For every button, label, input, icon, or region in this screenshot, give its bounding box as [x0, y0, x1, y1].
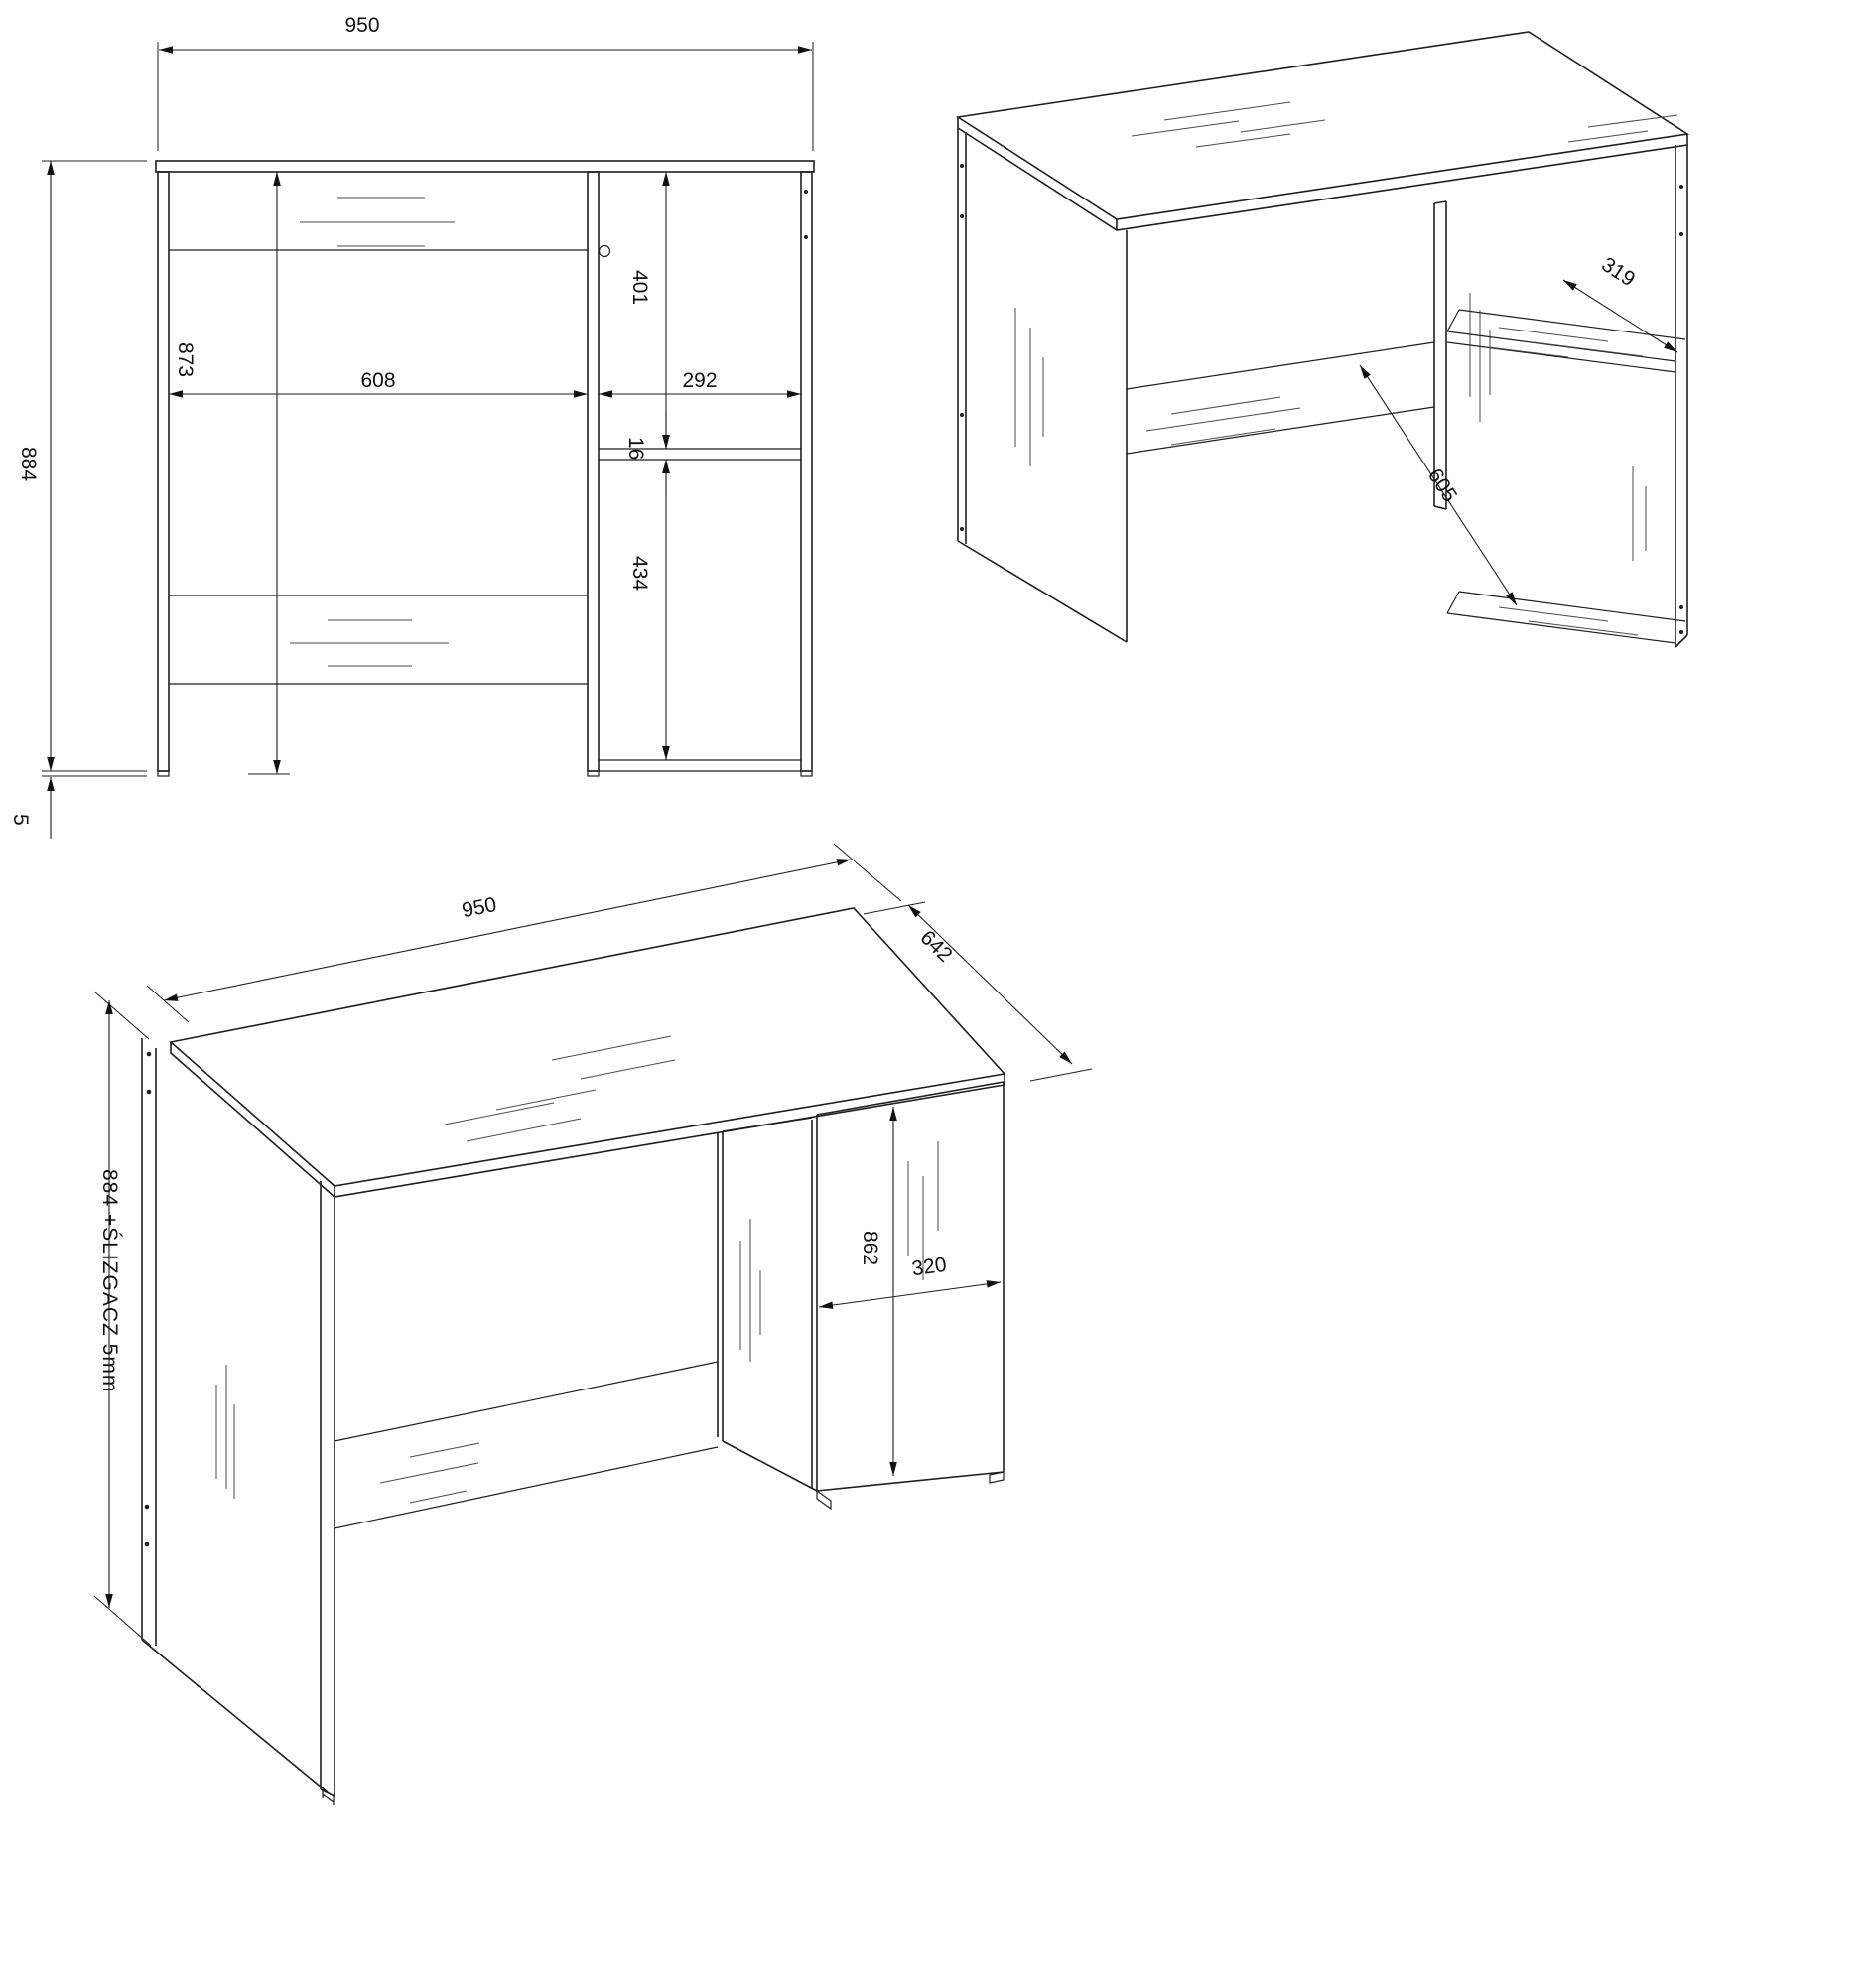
dimension-iso-depth: 642 — [863, 901, 1093, 1082]
cam-lock-icon — [598, 244, 611, 258]
pedestal-front-iso — [811, 1081, 1005, 1511]
desktop-iso-front — [169, 907, 1006, 1198]
pedestal-bottom-shelf-iso — [1446, 591, 1686, 644]
pedestal-right-panel-iso — [1632, 145, 1688, 648]
dimension-shelf-thickness: 16 — [624, 412, 670, 496]
pedestal-side-iso-front — [717, 1117, 818, 1492]
dim-label-292: 292 — [682, 369, 717, 392]
desktop-iso-back — [955, 31, 1690, 231]
middle-divider-front — [587, 171, 611, 777]
dim-label-884-front: 884 — [17, 447, 40, 481]
right-side-panel-front — [800, 171, 813, 777]
dimension-inner-width: 608 — [169, 369, 588, 398]
pedestal-mid-shelf-iso — [1446, 309, 1686, 373]
right-bottom-shelf-front — [599, 759, 801, 772]
screw-mark — [1679, 185, 1683, 189]
dim-label-401: 401 — [628, 270, 651, 305]
dimension-front-width: 950 — [157, 14, 814, 151]
right-shelf-front — [599, 448, 801, 461]
side-panel-iso-back — [957, 128, 1128, 643]
isometric-back-view: 319 605 — [955, 31, 1690, 648]
screw-mark — [146, 1089, 152, 1095]
isometric-front-view: 950 642 884 +ŚLIZGACZ 5mm 862 320 — [93, 843, 1093, 1805]
dimension-right-width: 292 — [599, 369, 801, 398]
screw-mark — [1679, 232, 1683, 236]
screw-mark — [146, 1051, 152, 1057]
dim-label-608: 608 — [360, 369, 395, 392]
dimension-lower-right-height: 434 — [628, 460, 670, 760]
left-panel-iso-front — [141, 1038, 335, 1805]
dimension-inner-height: 873 — [174, 172, 290, 775]
divider-iso-back — [1433, 200, 1491, 510]
dim-label-950-iso: 950 — [460, 893, 498, 922]
dim-label-5: 5 — [9, 814, 32, 826]
screw-mark — [804, 190, 808, 194]
right-slider-foot — [800, 770, 813, 777]
pedestal-foot — [816, 1489, 832, 1511]
screw-mark — [144, 1504, 150, 1510]
dimension-iso-height: 884 +ŚLIZGACZ 5mm — [93, 991, 152, 1647]
dimension-slider-height: 5 — [9, 777, 55, 839]
upper-back-rail-front — [169, 197, 588, 251]
divider-slider-foot — [587, 770, 600, 777]
dim-label-320: 320 — [910, 1254, 948, 1281]
left-slider-foot — [157, 770, 170, 777]
screw-mark — [960, 214, 964, 218]
desktop-front — [155, 160, 815, 173]
dim-label-862: 862 — [859, 1231, 881, 1265]
dimension-front-height: 884 — [17, 160, 147, 777]
screw-mark — [804, 235, 808, 239]
dim-label-319: 319 — [1597, 253, 1639, 291]
dim-label-873: 873 — [174, 342, 197, 377]
left-side-panel-front — [157, 171, 170, 777]
dimension-inner-depth: 605 — [1359, 364, 1518, 606]
lower-back-rail-front — [169, 595, 588, 685]
dim-label-16: 16 — [624, 437, 647, 460]
screw-mark — [960, 413, 964, 417]
dim-label-642: 642 — [916, 926, 957, 967]
pedestal-foot — [989, 1471, 1005, 1484]
screw-mark — [1679, 630, 1683, 634]
dim-label-434: 434 — [628, 556, 651, 591]
dim-label-884-slizgacz: 884 +ŚLIZGACZ 5mm — [98, 1169, 122, 1392]
screw-mark — [960, 527, 964, 531]
screw-mark — [960, 164, 964, 168]
dimension-pedestal-height: 862 — [859, 1107, 897, 1476]
dim-label-950-front: 950 — [344, 14, 379, 37]
dimension-pedestal-depth: 320 — [818, 1254, 1002, 1309]
front-elevation-view: 950 884 5 873 608 292 — [9, 14, 815, 839]
screw-mark — [144, 1541, 150, 1547]
front-rail-iso — [334, 1361, 719, 1529]
back-rail-iso — [1126, 341, 1435, 455]
screw-mark — [1679, 605, 1683, 609]
dimension-upper-right-height: 401 — [628, 172, 670, 449]
dimension-iso-width: 950 — [146, 843, 902, 1023]
